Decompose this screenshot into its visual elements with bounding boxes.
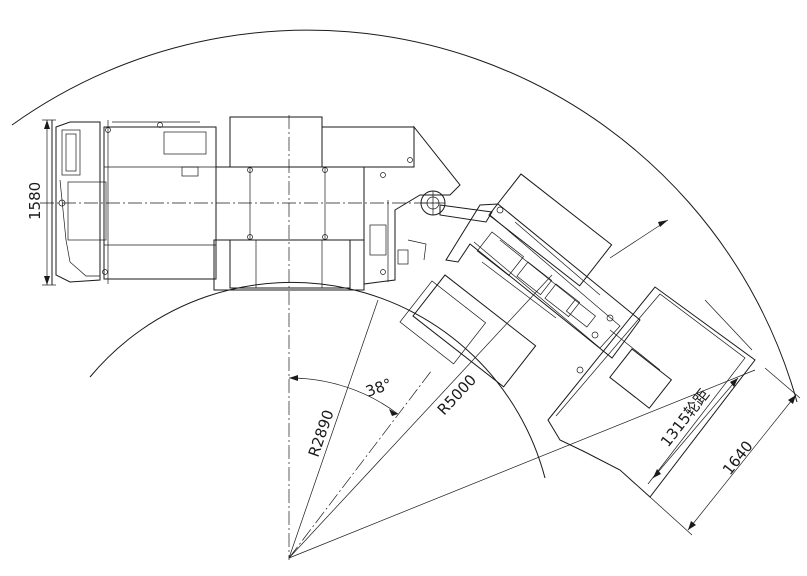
radius-r2890-label: R2890 — [305, 407, 338, 459]
angle-arc — [288, 377, 399, 415]
rear-frame — [40, 116, 461, 291]
bucket — [547, 286, 756, 498]
width-label: 1580 — [26, 182, 44, 220]
front-frame — [399, 173, 756, 498]
overall-width-label: 1640 — [719, 437, 757, 478]
articulation-ray — [288, 369, 433, 559]
angle-label: 38° — [363, 375, 394, 401]
inner-turning-arc — [89, 281, 546, 479]
overall-width-dim — [687, 394, 797, 531]
outer-turning-arc — [11, 29, 798, 403]
angle-arrow-left — [289, 375, 298, 381]
radius-line-r5000 — [288, 274, 553, 559]
radius-line-outer — [288, 369, 756, 559]
angle-arrow-right — [389, 409, 398, 416]
track-width-dim — [652, 377, 739, 479]
radius-line-r2890 — [288, 299, 379, 559]
